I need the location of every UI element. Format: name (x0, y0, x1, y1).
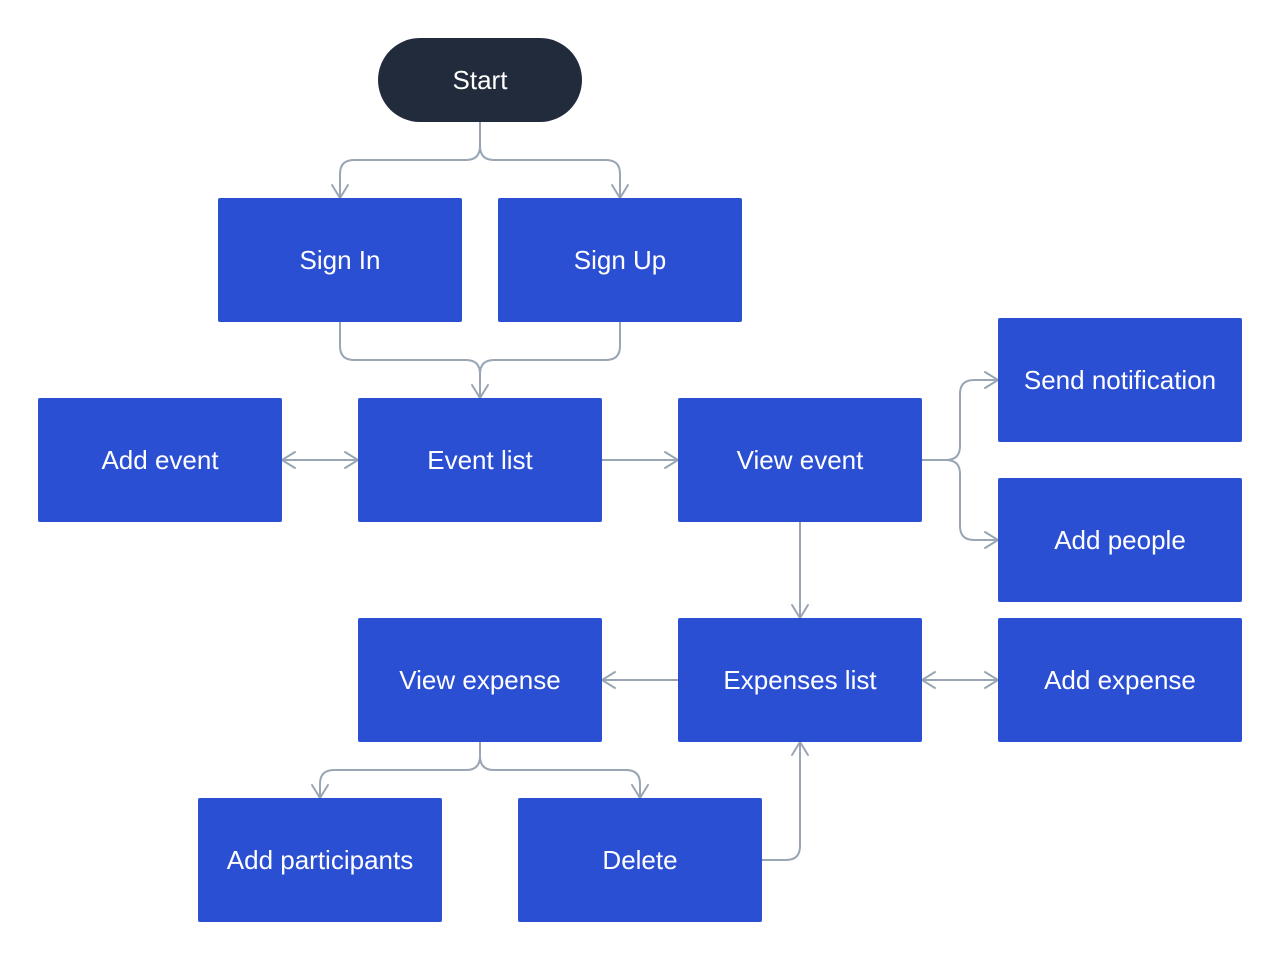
view-event-label: View event (736, 444, 864, 475)
edge-viewexpense-delete (479, 755, 641, 799)
sign-up-node: Sign Up (498, 198, 742, 322)
event-list-label: Event list (427, 444, 533, 475)
edge-start-signup (479, 145, 621, 199)
add-participants-node: Add participants (198, 798, 442, 922)
send-notification-label: Send notification (1023, 364, 1217, 395)
arrow-addevent (281, 451, 296, 469)
view-expense-label: View expense (399, 664, 561, 695)
add-expense-node: Add expense (998, 618, 1242, 742)
event-list-node: Event list (358, 398, 602, 522)
sign-in-node: Sign In (218, 198, 462, 322)
edge-signup-eventlist (479, 321, 621, 375)
arrow-viewexpense (601, 671, 616, 689)
edge-delete-expenses (761, 741, 801, 861)
add-participants-label: Add participants (226, 844, 414, 875)
send-notification-node: Send notification (998, 318, 1242, 442)
edge-viewevent-addpeople (945, 459, 999, 541)
edge-viewevent-sendnotif (921, 379, 999, 461)
edge-signin-eventlist (339, 321, 481, 399)
edge-viewexpense-participants (319, 741, 481, 799)
start-node: Start (378, 38, 582, 122)
sign-in-label: Sign In (299, 244, 381, 275)
arrow-expenses-right (921, 671, 936, 689)
delete-node: Delete (518, 798, 762, 922)
start-label: Start (452, 64, 508, 95)
view-expense-node: View expense (358, 618, 602, 742)
add-event-node: Add event (38, 398, 282, 522)
arrow-expenses-up (791, 741, 809, 756)
add-expense-label: Add expense (1044, 664, 1196, 695)
add-people-label: Add people (1054, 524, 1186, 555)
delete-label: Delete (602, 844, 678, 875)
expenses-list-label: Expenses list (723, 664, 877, 695)
sign-up-label: Sign Up (573, 244, 667, 275)
view-event-node: View event (678, 398, 922, 522)
expenses-list-node: Expenses list (678, 618, 922, 742)
add-people-node: Add people (998, 478, 1242, 602)
edge-start-signin (339, 121, 481, 199)
add-event-label: Add event (101, 444, 219, 475)
